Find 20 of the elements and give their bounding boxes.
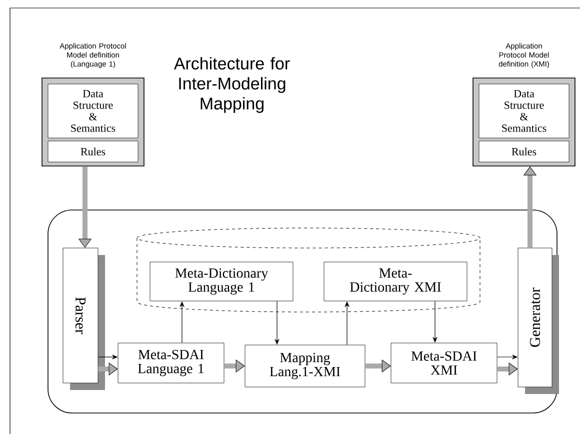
module-bar: Generator <box>518 248 559 394</box>
process-box: Data Structure & Semantics <box>48 84 138 138</box>
process-box: Meta-Dictionary Language 1 <box>150 262 294 302</box>
process-box: Meta-SDAI Language 1 <box>118 342 224 384</box>
block-arrow <box>224 360 245 372</box>
system-frame <box>48 210 558 414</box>
process-box: Rules <box>478 140 570 162</box>
process-box: Meta-Dictionary XMI <box>324 262 468 302</box>
block-arrow <box>78 166 92 248</box>
block-arrow <box>365 360 391 372</box>
process-box: Data Structure & Semantics <box>478 84 570 138</box>
repository-cylinder <box>136 228 480 312</box>
process-box: Mapping Lang.1-XMI <box>244 344 366 388</box>
block-arrow <box>497 362 518 376</box>
title: Architecture for Inter-Modeling Mapping <box>174 57 290 113</box>
block-arrow <box>98 362 118 376</box>
process-box: Rules <box>48 140 138 162</box>
module-bar: Parser <box>62 248 105 390</box>
process-box: Meta-SDAI XMI <box>390 342 498 384</box>
block-arrow <box>524 166 536 248</box>
